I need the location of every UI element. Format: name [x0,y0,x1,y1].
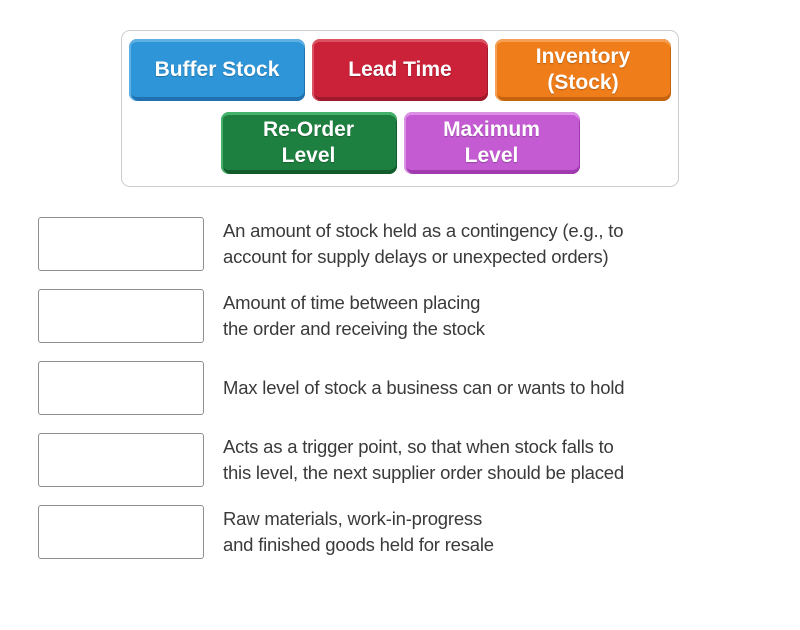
definition-text: Acts as a trigger point, so that when st… [223,436,624,483]
answer-drop-zone-2[interactable] [38,289,204,343]
match-row: Max level of stock a business can or wan… [38,361,800,415]
answer-drop-zone-3[interactable] [38,361,204,415]
tile-maximum-level[interactable]: Maximum Level [403,112,580,174]
tile-lead-time[interactable]: Lead Time [312,39,488,101]
definition-text: Max level of stock a business can or wan… [223,377,625,398]
match-row: Acts as a trigger point, so that when st… [38,433,800,487]
definition-text: Amount of time between placing the order… [223,292,485,339]
answer-drop-zone-5[interactable] [38,505,204,559]
match-list: An amount of stock held as a contingency… [0,217,800,559]
match-row: An amount of stock held as a contingency… [38,217,800,271]
tiles-row-1: Buffer Stock Lead Time Inventory (Stock) [122,39,678,101]
match-row: Amount of time between placing the order… [38,289,800,343]
answer-drop-zone-1[interactable] [38,217,204,271]
answer-drop-zone-4[interactable] [38,433,204,487]
tile-reorder-level[interactable]: Re-Order Level [220,112,397,174]
match-row: Raw materials, work-in-progress and fini… [38,505,800,559]
tile-buffer-stock[interactable]: Buffer Stock [129,39,305,101]
tile-inventory-stock[interactable]: Inventory (Stock) [495,39,671,101]
definition-text: An amount of stock held as a contingency… [223,220,624,267]
definition-text: Raw materials, work-in-progress and fini… [223,508,494,555]
tiles-row-2: Re-Order Level Maximum Level [122,112,678,174]
tiles-panel: Buffer Stock Lead Time Inventory (Stock)… [121,30,679,187]
